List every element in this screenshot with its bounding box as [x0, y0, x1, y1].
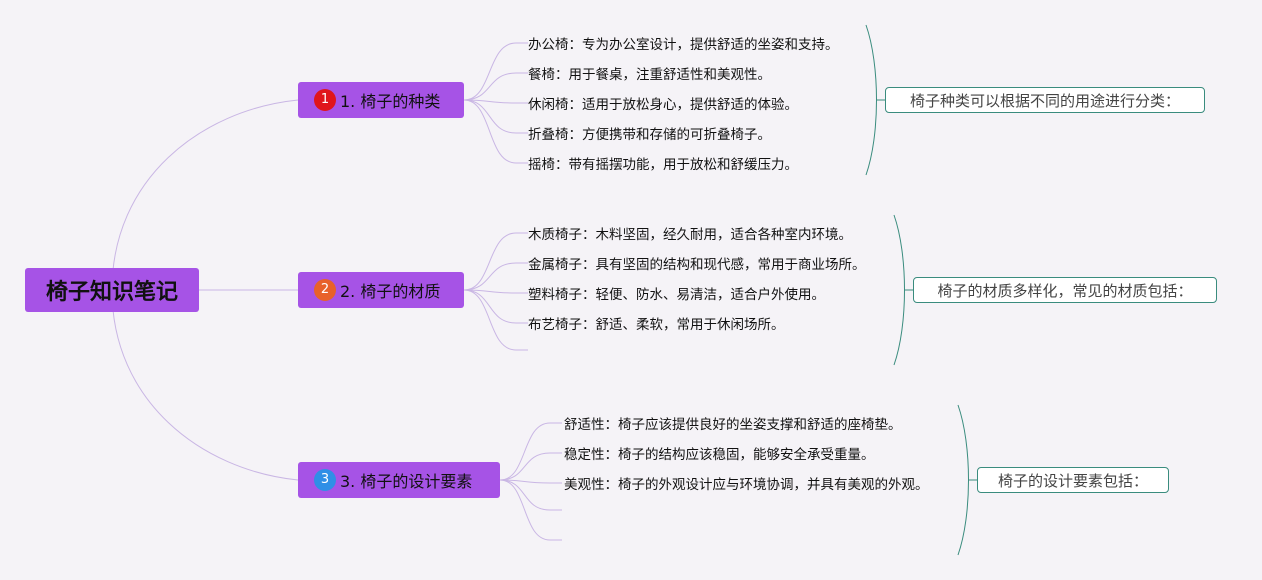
- leaf-connector: [463, 72, 528, 101]
- leaf-connector: [463, 99, 528, 104]
- leaf-connector: [499, 452, 562, 481]
- branch-node-design[interactable]: 3 3. 椅子的设计要素: [298, 462, 500, 498]
- badge-number: 2: [320, 282, 330, 297]
- leaf-connector: [463, 262, 528, 291]
- leaf-connector: [463, 289, 528, 351]
- leaf-connector: [463, 289, 528, 294]
- leaf-item[interactable]: 摇椅：带有摇摆功能，用于放松和舒缓压力。: [528, 157, 798, 173]
- summary-bracket: [865, 24, 877, 176]
- branch-label: 2. 椅子的材质: [340, 282, 441, 301]
- leaf-connector: [499, 479, 562, 511]
- leaf-item[interactable]: 塑料椅子：轻便、防水、易清洁，适合户外使用。: [528, 287, 825, 303]
- leaf-connector: [463, 289, 528, 324]
- branch-label: 1. 椅子的种类: [340, 92, 441, 111]
- leaf-item[interactable]: 美观性：椅子的外观设计应与环境协调，并具有美观的外观。: [564, 477, 929, 493]
- summary-box[interactable]: 椅子种类可以根据不同的用途进行分类：: [885, 87, 1205, 113]
- leaf-connector: [463, 99, 528, 164]
- badge-number: 3: [320, 472, 330, 487]
- leaf-connector: [463, 232, 528, 291]
- summary-box[interactable]: 椅子的材质多样化，常见的材质包括：: [913, 277, 1217, 303]
- leaf-connector: [463, 42, 528, 101]
- summary-box[interactable]: 椅子的设计要素包括：: [977, 467, 1169, 493]
- branch-node-types[interactable]: 1 1. 椅子的种类: [298, 82, 464, 118]
- leaf-item[interactable]: 金属椅子：具有坚固的结构和现代感，常用于商业场所。: [528, 257, 866, 273]
- root-connector: [111, 99, 299, 291]
- priority-1-icon: 1: [314, 89, 336, 111]
- summary-bracket: [957, 404, 969, 556]
- leaf-item[interactable]: 稳定性：椅子的结构应该稳固，能够安全承受重量。: [564, 447, 875, 463]
- leaf-item[interactable]: 布艺椅子：舒适、柔软，常用于休闲场所。: [528, 317, 785, 333]
- leaf-connector: [499, 422, 562, 481]
- root-connector: [111, 289, 299, 481]
- branch-label: 3. 椅子的设计要素: [340, 472, 473, 491]
- leaf-connector: [499, 479, 562, 541]
- branch-node-materials[interactable]: 2 2. 椅子的材质: [298, 272, 464, 308]
- leaf-item[interactable]: 办公椅：专为办公室设计，提供舒适的坐姿和支持。: [528, 37, 839, 53]
- leaf-item[interactable]: 木质椅子：木料坚固，经久耐用，适合各种室内环境。: [528, 227, 852, 243]
- badge-number: 1: [320, 92, 330, 107]
- leaf-item[interactable]: 舒适性：椅子应该提供良好的坐姿支撑和舒适的座椅垫。: [564, 417, 902, 433]
- priority-2-icon: 2: [314, 279, 336, 301]
- leaf-item[interactable]: 折叠椅：方便携带和存储的可折叠椅子。: [528, 127, 771, 143]
- leaf-connector: [499, 479, 562, 484]
- leaf-item[interactable]: 餐椅：用于餐桌，注重舒适性和美观性。: [528, 67, 771, 83]
- leaf-item[interactable]: 休闲椅：适用于放松身心，提供舒适的体验。: [528, 97, 798, 113]
- priority-3-icon: 3: [314, 469, 336, 491]
- leaf-connector: [463, 99, 528, 134]
- summary-bracket: [893, 214, 905, 366]
- root-node[interactable]: 椅子知识笔记: [25, 268, 199, 312]
